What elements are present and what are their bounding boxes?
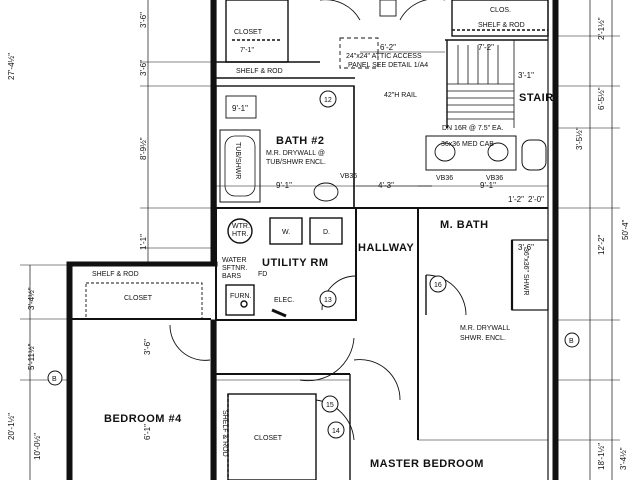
clos-top-right: CLOS.	[490, 7, 511, 14]
shelf-rod-top-left: SHELF & ROD	[236, 68, 283, 75]
dim-3-1: 3'-1"	[518, 71, 534, 80]
closet-bottom-label: CLOSET	[254, 435, 283, 442]
tag-labels: 12 13 14 15 16 B B	[52, 97, 574, 435]
dim-3-6d: 3'-6"	[518, 243, 534, 252]
dim-left-mid: 20'-1½"	[7, 413, 16, 440]
tag-13: 13	[324, 297, 332, 304]
bath2-note1: M.R. DRYWALL @	[266, 150, 325, 157]
dim-9-1a: 9'-1"	[232, 104, 248, 113]
dim-6-2: 6'-2"	[380, 43, 396, 52]
dim-12-2: 12'-2"	[597, 234, 606, 255]
hallway-label: HALLWAY	[358, 242, 414, 254]
wtr-htr-1: WTR.	[232, 223, 250, 230]
tub-label: TUB/SHWR	[234, 142, 241, 179]
dim-4-3: 4'-3"	[378, 181, 394, 190]
dim-50-4: 50'-4"	[621, 219, 630, 240]
furnace-label: FURN.	[230, 293, 251, 300]
vanity-mbath-1: VB36	[436, 175, 453, 182]
bath2-note2: TUB/SHWR ENCL.	[266, 159, 326, 166]
attic-note-1: 24"x24" ATTIC ACCESS	[346, 53, 422, 60]
utility-label: UTILITY RM	[262, 257, 329, 269]
dim-6-1: 6'-1"	[143, 424, 152, 440]
closet-top-dim: 7'-1"	[240, 47, 254, 54]
dryer-label: D.	[323, 229, 330, 236]
vanity-mbath-2: VB36	[486, 175, 503, 182]
wall-closet-top	[66, 261, 218, 267]
dim-3-5: 3'-5½"	[575, 127, 584, 150]
floor-drain: FD	[258, 271, 267, 278]
dim-left-a: 10'-0½"	[33, 433, 42, 460]
mbath-note1: M.R. DRYWALL	[460, 325, 510, 332]
water-softener-2: SFTNR.	[222, 265, 247, 272]
med-cab-label: 36x36 MED CAB	[441, 141, 494, 148]
shelf-rod-vertical: SHELF & ROD	[221, 410, 228, 457]
dim-left-top: 27'-4½"	[7, 53, 16, 80]
dim-1-1: 1'-1"	[139, 234, 148, 250]
annotations: 24"x24" ATTIC ACCESS PANEL SEE DETAIL 1/…	[222, 53, 529, 304]
washer-label: W.	[282, 229, 290, 236]
mbath-note2: SHWR. ENCL.	[460, 335, 506, 342]
stair-down-note: DN 16R @ 7.5" EA.	[442, 125, 503, 132]
wall-right	[552, 0, 559, 480]
dim-5-11: 5'-11½"	[27, 343, 36, 370]
door-tags	[47, 90, 580, 439]
elec-label: ELEC.	[274, 297, 294, 304]
closet-left-label: CLOSET	[124, 295, 153, 302]
dim-1-2: 1'-2"	[508, 195, 524, 204]
attic-note-2: PANEL SEE DETAIL 1/A4	[348, 62, 428, 69]
water-softener-3: BARS	[222, 273, 241, 280]
master-label: MASTER BEDROOM	[370, 458, 484, 470]
dim-3-6c: 3'-6"	[143, 339, 152, 355]
tag-16: 16	[434, 282, 442, 289]
tag-b-left: B	[52, 376, 57, 383]
shelf-rod-top-right: SHELF & ROD	[478, 22, 525, 29]
water-softener-1: WATER	[222, 257, 247, 264]
dim-9-1b: 9'-1"	[276, 181, 292, 190]
dim-18-1: 18'-1½"	[597, 443, 606, 470]
wall-bedroom-left	[66, 261, 73, 480]
room-labels: CLOSET 7'-1" SHELF & ROD CLOS. SHELF & R…	[92, 7, 554, 470]
dimensions: 27'-4½" 20'-1½" 10'-0½" 3'-6" 3'-6" 8'-9…	[7, 12, 630, 470]
closet-top-label: CLOSET	[234, 29, 263, 36]
dim-2-0: 2'-0"	[528, 195, 544, 204]
tag-14: 14	[332, 428, 340, 435]
dim-6-5: 6'-5½"	[597, 87, 606, 110]
tag-b-right: B	[569, 338, 574, 345]
tag-15: 15	[326, 402, 334, 409]
dim-3-6a: 3'-6"	[139, 12, 148, 28]
dim-3-6b: 3'-6"	[139, 60, 148, 76]
walls	[66, 0, 559, 480]
dim-7-2: 7'-2"	[478, 43, 494, 52]
tag-12: 12	[324, 97, 332, 104]
shower-label: 36"x36" SHWR	[522, 248, 529, 295]
stair-treads	[447, 40, 515, 128]
rail-note: 42"H RAIL	[384, 92, 417, 99]
wtr-htr-2: HTR.	[232, 231, 248, 238]
mbath-label: M. BATH	[440, 219, 489, 231]
partitions	[20, 0, 620, 480]
dim-9-1c: 9'-1"	[480, 181, 496, 190]
bedroom4-label: BEDROOM #4	[104, 413, 182, 425]
bath2-label: BATH #2	[276, 135, 325, 147]
wall-left-lower	[210, 319, 217, 480]
dim-2-1: 2'-1½"	[597, 17, 606, 40]
stair-label: STAIR	[519, 92, 554, 104]
dim-3-4b: 3'-4½"	[619, 447, 628, 470]
shelf-rod-left: SHELF & ROD	[92, 271, 139, 278]
dim-8-9: 8'-9½"	[139, 137, 148, 160]
vanity-bath2: VB36	[340, 173, 357, 180]
dim-3-4: 3'-4½"	[27, 287, 36, 310]
